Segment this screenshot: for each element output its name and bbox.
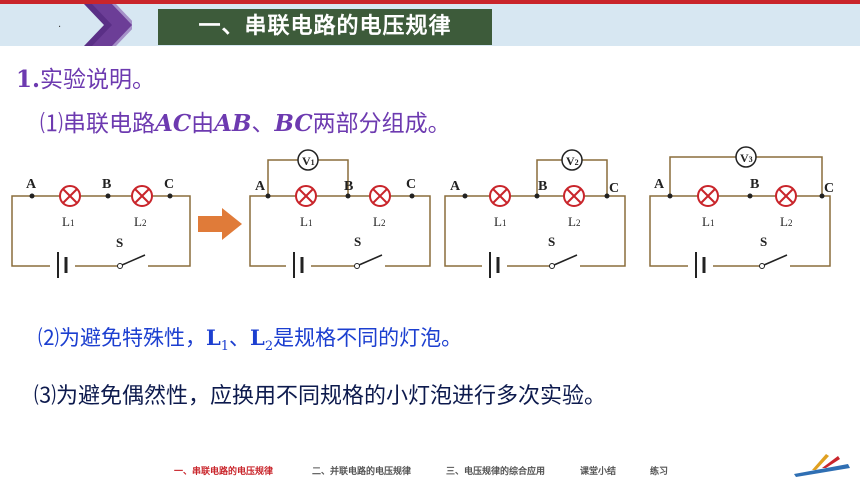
circuit-diagrams: A B C L1 L2 S V1 A B C L1 L2 S V2	[11, 146, 834, 280]
svg-text:S: S	[354, 234, 361, 249]
svg-text:S: S	[760, 234, 767, 249]
svg-text:B: B	[750, 177, 759, 192]
svg-text:C: C	[609, 181, 619, 196]
svg-text:L1: L1	[300, 214, 312, 229]
svg-text:L1: L1	[494, 214, 506, 229]
circuit-basic	[11, 195, 191, 267]
arrow-icon	[198, 208, 242, 240]
svg-text:C: C	[406, 177, 416, 192]
svg-text:A: A	[450, 179, 461, 194]
circuit-v3: V3 A B C L1 L2 S	[649, 146, 834, 280]
svg-text:B: B	[344, 179, 353, 194]
point-2-suffix: 是规格不同的灯泡。	[273, 326, 463, 350]
point-1-sep: 、	[251, 111, 275, 137]
point-1-prefix: ⑴串联电路	[40, 111, 155, 137]
svg-text:S: S	[116, 235, 123, 250]
nav-item-parallel-voltage[interactable]: 二、并联电路的电压规律	[312, 467, 412, 477]
svg-text:V3: V3	[740, 151, 753, 165]
point-2-text: ⑵为避免特殊性，L1、L2是规格不同的灯泡。	[38, 322, 462, 354]
l1-label: L	[206, 325, 221, 350]
footer-nav: 一、串联电路的电压规律 二、并联电路的电压规律 三、电压规律的综合应用 课堂小结…	[0, 460, 860, 481]
section-heading: 1.实验说明。	[16, 60, 155, 94]
svg-text:L2: L2	[373, 214, 385, 229]
l2-label: L	[250, 325, 265, 350]
point-1-text: ⑴串联电路AC由AB、BC两部分组成。	[40, 104, 451, 138]
svg-text:B: B	[102, 177, 111, 192]
nav-item-application[interactable]: 三、电压规律的综合应用	[446, 467, 546, 477]
header-dot: ·	[58, 22, 62, 33]
l2-subscript: 2	[264, 339, 274, 355]
svg-text:L2: L2	[568, 214, 580, 229]
nav-item-summary[interactable]: 课堂小结	[580, 467, 617, 477]
point-3-text: ⑶为避免偶然性，应换用不同规格的小灯泡进行多次实验。	[34, 384, 607, 409]
point-1-suffix: 两部分组成。	[312, 111, 451, 137]
svg-text:L1: L1	[62, 214, 74, 229]
section-heading-text: 实验说明。	[40, 67, 156, 93]
section-number: 1.	[16, 66, 41, 93]
circuit-v2: V2 A B C L1 L2 S	[444, 149, 626, 280]
page-title: 一、串联电路的电压规律	[158, 9, 492, 45]
point-2-prefix: ⑵为避免特殊性，	[38, 326, 206, 350]
circuit-basic-parts: A B C L1 L2 S	[26, 177, 174, 280]
nav-item-practice[interactable]: 练习	[650, 467, 669, 477]
svg-text:A: A	[654, 177, 665, 192]
top-accent-bar	[0, 0, 860, 4]
svg-text:C: C	[164, 177, 174, 192]
svg-text:L2: L2	[780, 214, 792, 229]
svg-text:L2: L2	[134, 214, 146, 229]
svg-text:L1: L1	[702, 214, 714, 229]
l1-subscript: 1	[220, 339, 230, 355]
point-2-sep: 、	[229, 326, 251, 350]
circuit-v1: V1 A B C L1 L2 S	[249, 149, 431, 280]
logo-icon	[794, 454, 850, 477]
svg-text:S: S	[548, 234, 555, 249]
chevron-icon	[84, 4, 132, 46]
nav-item-series-voltage[interactable]: 一、串联电路的电压规律	[174, 467, 274, 477]
point-1-mid: 由	[191, 111, 215, 137]
svg-text:V2: V2	[566, 154, 579, 168]
ac-label: AC	[155, 110, 192, 137]
svg-text:V1: V1	[302, 154, 315, 168]
bc-label: BC	[274, 110, 313, 137]
svg-text:B: B	[538, 179, 547, 194]
ab-label: AB	[214, 110, 252, 137]
svg-text:C: C	[824, 181, 834, 196]
svg-text:A: A	[26, 177, 37, 192]
svg-text:A: A	[255, 179, 266, 194]
